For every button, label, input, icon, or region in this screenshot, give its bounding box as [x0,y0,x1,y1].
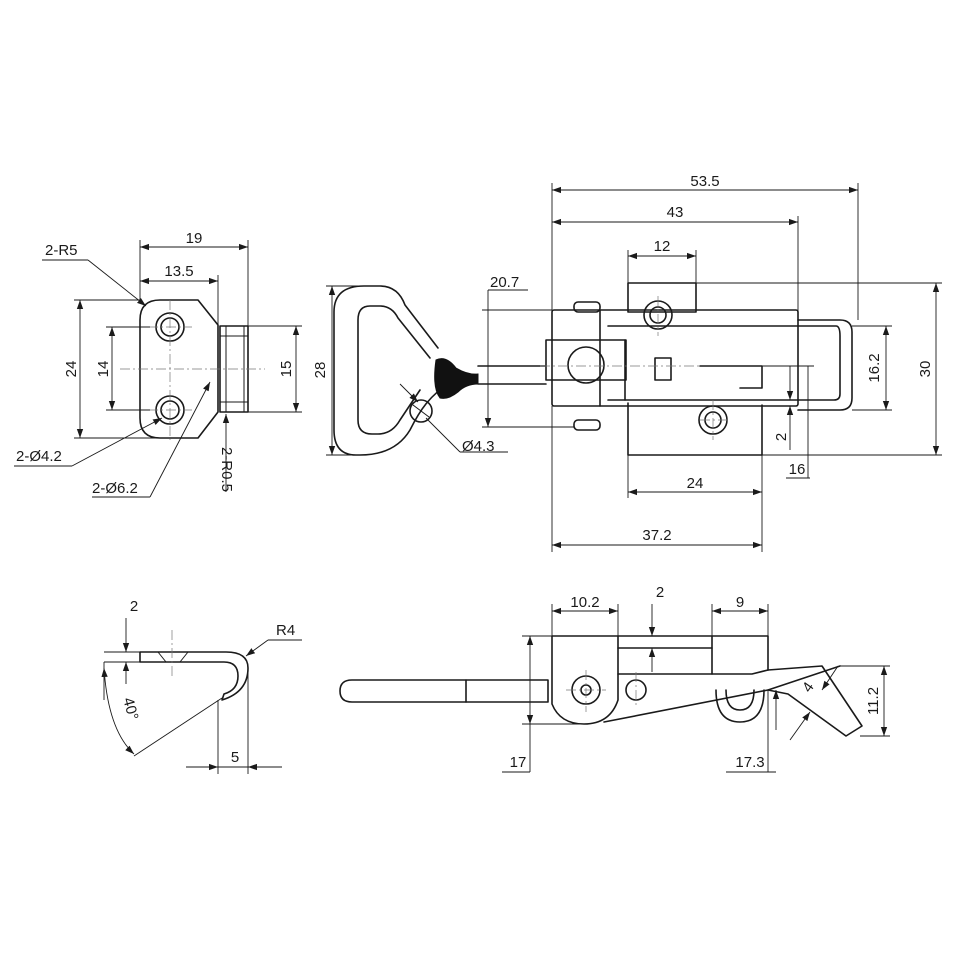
catch-plate-outline [139,299,219,439]
dim-15: 15 [278,361,295,378]
dim-43: 43 [667,204,684,221]
dim-20-7: 20.7 [490,274,519,291]
wire-loop-outer [333,285,451,456]
dim-16-2: 16.2 [866,353,883,382]
wire-joint [434,358,479,399]
label-2-dia6-2: 2-Ø6.2 [92,480,138,497]
dim-16: 16 [789,461,806,478]
dim-5: 5 [231,749,239,766]
dim-11-2: 11.2 [865,687,882,715]
dim-4: 4 [799,679,818,696]
lever-frame [551,309,799,407]
label-dia4-3: Ø4.3 [462,438,495,455]
label-2-r0-5: 2-R0.5 [218,447,235,492]
dim-17: 17 [510,754,527,771]
dim-53-5: 53.5 [690,173,719,190]
latch-top-view: 53.5 43 12 28 20.7 Ø4.3 16.2 30 [312,173,942,552]
base-plate [627,282,697,313]
label-2-dia4-2: 2-Ø4.2 [16,448,62,465]
dim-2-side: 2 [656,584,664,601]
dim-24-left: 24 [63,361,80,378]
side-handle-tail [767,665,863,737]
wire-loop-inner [357,305,431,435]
catch-side-view: 2 R4 40° 5 [101,598,302,774]
lever-hub [545,339,627,381]
dim-13-5: 13.5 [164,263,193,280]
dim-19: 19 [186,230,203,247]
label-2-r5: 2-R5 [45,242,78,259]
side-handle-body [551,635,619,725]
dim-24-bottom: 24 [687,475,704,492]
dim-9: 9 [736,594,744,611]
dim-28: 28 [312,362,329,379]
side-rod [339,679,549,703]
label-r4: R4 [276,622,295,639]
latch-side-view: 10.2 2 9 11.2 4 17 17.3 [339,584,890,773]
dim-30: 30 [917,361,934,378]
dim-12-top: 12 [654,238,671,255]
dim-37-2: 37.2 [642,527,671,544]
dim-14: 14 [95,361,112,378]
rivet-pin [409,399,433,423]
label-40deg: 40° [119,696,141,722]
dim-10-2: 10.2 [570,594,599,611]
latch-screw [654,357,672,381]
hook-profile [139,651,249,701]
dim-2-right: 2 [773,433,790,441]
catch-plate-view: 19 13.5 2-R5 24 14 15 2-Ø4.2 2-Ø6.2 2- [14,230,302,498]
dim-17-3: 17.3 [735,754,764,771]
dim-2-hook: 2 [130,598,138,615]
